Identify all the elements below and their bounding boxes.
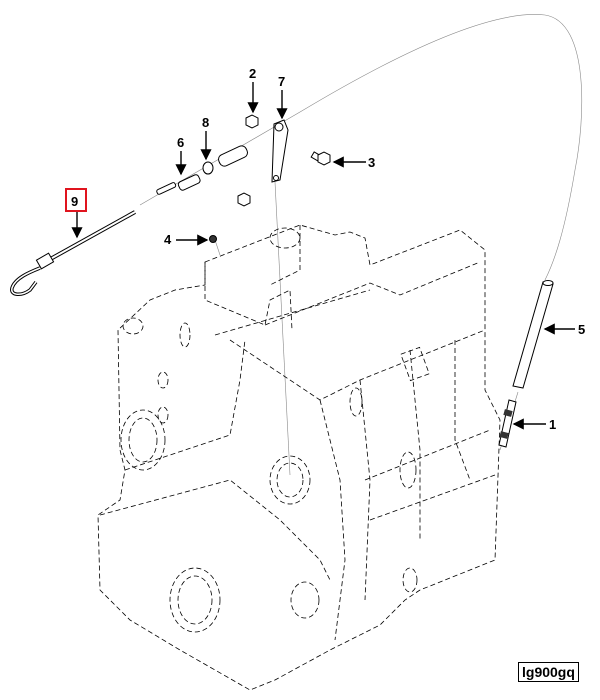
svg-text:4: 4 bbox=[164, 232, 172, 247]
svg-text:1: 1 bbox=[549, 417, 556, 432]
part-tube-adapter-fitting[interactable] bbox=[498, 399, 517, 448]
part-bolt-lower bbox=[237, 192, 251, 207]
callout-2: 2 bbox=[247, 66, 259, 114]
svg-text:5: 5 bbox=[578, 322, 585, 337]
callout-8: 8 bbox=[200, 115, 212, 161]
svg-text:8: 8 bbox=[202, 115, 209, 130]
part-dipstick-tube[interactable] bbox=[512, 280, 554, 389]
callout-1: 1 bbox=[512, 417, 556, 432]
callout-4: 4 bbox=[164, 232, 209, 247]
figure-reference-code: lg900gq bbox=[518, 662, 579, 682]
callout-9: 9 bbox=[65, 188, 87, 239]
svg-text:3: 3 bbox=[368, 155, 375, 170]
engine-block-phantom bbox=[97, 224, 501, 691]
assembly-path-line bbox=[214, 239, 221, 256]
callout-3: 3 bbox=[332, 155, 375, 170]
part-clamp[interactable] bbox=[202, 161, 214, 175]
svg-text:7: 7 bbox=[278, 74, 285, 89]
part-bracket[interactable] bbox=[271, 119, 289, 183]
part-plug[interactable] bbox=[209, 235, 217, 243]
callout-5: 5 bbox=[543, 322, 585, 337]
callout-6: 6 bbox=[175, 135, 187, 176]
callout-7: 7 bbox=[276, 74, 288, 120]
part-nut[interactable] bbox=[245, 114, 259, 129]
part-sleeve bbox=[218, 145, 248, 167]
part-dipstick[interactable] bbox=[10, 210, 136, 296]
svg-text:9: 9 bbox=[71, 194, 78, 209]
assembly-path-line bbox=[274, 181, 291, 476]
svg-text:2: 2 bbox=[249, 66, 256, 81]
part-connector[interactable] bbox=[156, 174, 201, 195]
part-bolt[interactable] bbox=[310, 151, 331, 166]
svg-text:6: 6 bbox=[177, 135, 184, 150]
